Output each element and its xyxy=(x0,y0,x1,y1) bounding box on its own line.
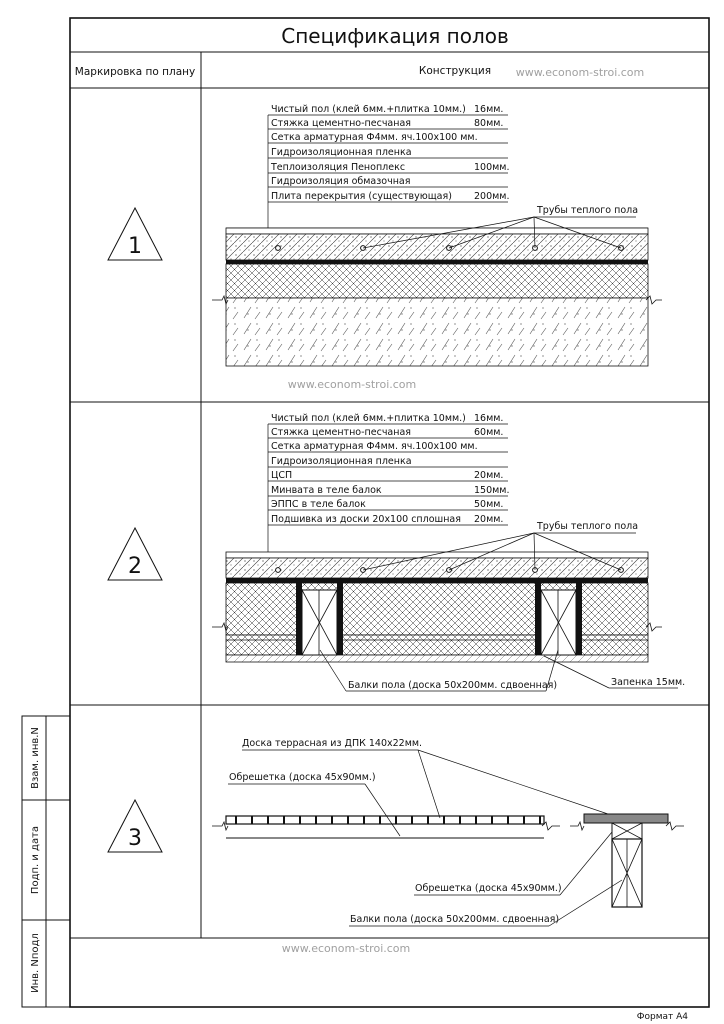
underlay-board xyxy=(225,654,649,663)
layer-name: Стяжка цементно-песчаная xyxy=(271,427,411,438)
layer-table-1: Чистый пол (клей 6мм.+плитка 10мм.) 16мм… xyxy=(267,104,510,300)
xps-layer xyxy=(225,634,649,656)
stamp-replacement-inv: Взам. инв.N xyxy=(30,727,41,789)
callout-foam-seal: Запенка 15мм. xyxy=(611,677,685,688)
layer-name: Сетка арматурная Ф4мм. яч.100х100 мм. xyxy=(271,441,478,452)
section-1: Трубы теплого пола xyxy=(212,205,662,367)
layer-name: Чистый пол (клей 6мм.+плитка 10мм.) xyxy=(271,104,466,115)
header-construction: Конструкция xyxy=(419,65,491,77)
layer-item: Чистый пол (клей 6мм.+плитка 10мм.) 16мм… xyxy=(271,413,503,424)
format-label: Формат А4 xyxy=(637,1012,689,1022)
layer-size: 20мм. xyxy=(474,470,503,481)
layer-size: 16мм. xyxy=(474,413,503,424)
joist xyxy=(535,583,582,656)
callout-decking: Доска террасная из ДПК 140х22мм. xyxy=(242,738,422,749)
layer-name: Минвата в теле балок xyxy=(271,485,382,496)
layer-item: ЦСП 20мм. xyxy=(271,470,503,481)
screed-layer xyxy=(225,557,649,579)
layer-size: 20мм. xyxy=(474,514,503,525)
watermark: www.econom-stroi.com xyxy=(516,66,645,79)
layer-name: Подшивка из доски 20х100 сплошная xyxy=(271,514,461,525)
callout-heating-pipes: Трубы теплого пола xyxy=(536,521,638,532)
mark-triangle-2: 2 xyxy=(107,526,163,581)
drawing-frame xyxy=(69,17,710,1008)
break-marks xyxy=(212,294,662,306)
mark-label: 2 xyxy=(128,554,142,579)
break-marks xyxy=(212,820,684,832)
joist xyxy=(296,583,343,656)
layer-item: Стяжка цементно-песчаная 60мм. xyxy=(271,427,503,438)
layer-item: Чистый пол (клей 6мм.+плитка 10мм.) 16мм… xyxy=(271,104,503,115)
callout-heating-pipes: Трубы теплого пола xyxy=(536,205,638,216)
leader-lines xyxy=(319,532,678,692)
layer-name: ЦСП xyxy=(271,470,292,481)
section-2: Трубы теплого пола Балки пола (доска 50х… xyxy=(212,521,685,692)
callout-battens: Обрешетка (доска 45х90мм.) xyxy=(229,772,376,783)
callout-floor-joists: Балки пола (доска 50х200мм. сдвоенная) xyxy=(348,680,557,691)
batten-detail xyxy=(611,822,643,840)
layer-name: Сетка арматурная Ф4мм. яч.100х100 мм. xyxy=(271,132,478,143)
layer-table-2: Чистый пол (клей 6мм.+плитка 10мм.) 16мм… xyxy=(267,413,510,660)
tile-layer xyxy=(225,551,649,559)
layer-name: Стяжка цементно-песчаная xyxy=(271,118,411,129)
callout-floor-joists: Балки пола (доска 50х200мм. сдвоенная) xyxy=(350,914,559,925)
mark-label: 3 xyxy=(128,826,142,851)
mark-triangle-3: 3 xyxy=(107,798,163,853)
layer-size: 80мм. xyxy=(474,118,503,129)
layer-name: ЭППС в теле балок xyxy=(271,499,366,510)
layer-item: Гидроизоляция обмазочная xyxy=(271,176,410,187)
layer-size: 100мм. xyxy=(474,162,510,173)
watermark: www.econom-stroi.com xyxy=(288,378,417,391)
decking-board-detail xyxy=(583,813,669,824)
layer-item: Стяжка цементно-песчаная 80мм. xyxy=(271,118,503,129)
decking-board xyxy=(225,815,545,825)
mineral-wool-layer xyxy=(225,582,649,636)
layer-size: 150мм. xyxy=(474,485,510,496)
side-stamp xyxy=(21,715,71,1008)
slab-layer xyxy=(225,297,649,367)
layer-size: 16мм. xyxy=(474,104,503,115)
layer-size: 200мм. xyxy=(474,191,510,202)
layer-item: Сетка арматурная Ф4мм. яч.100х100 мм. xyxy=(271,132,478,143)
layer-item: Минвата в теле балок 150мм. xyxy=(271,485,510,496)
stamp-original-inv: Инв. Nподл xyxy=(30,933,41,993)
layer-item: ЭППС в теле балок 50мм. xyxy=(271,499,503,510)
insulation-layer xyxy=(225,263,649,299)
layer-name: Гидроизоляционная пленка xyxy=(271,147,412,158)
screed-layer xyxy=(225,233,649,261)
section-3: Доска террасная из ДПК 140х22мм. Обрешет… xyxy=(212,738,684,927)
layer-item: Подшивка из доски 20х100 сплошная 20мм. xyxy=(271,514,503,525)
watermark: www.econom-stroi.com xyxy=(282,942,411,955)
layer-item: Теплоизоляция Пеноплекс 100мм. xyxy=(270,162,510,173)
mark-triangle-1: 1 xyxy=(107,206,163,261)
layer-name: Плита перекрытия (существующая) xyxy=(271,191,452,202)
layer-name: Чистый пол (клей 6мм.+плитка 10мм.) xyxy=(271,413,466,424)
layer-size: 60мм. xyxy=(474,427,503,438)
callout-battens-detail: Обрешетка (доска 45х90мм.) xyxy=(415,883,562,894)
layer-size: 50мм. xyxy=(474,499,503,510)
layer-table-lines xyxy=(267,423,508,660)
tile-layer xyxy=(225,227,649,235)
layer-item: Гидроизоляционная пленка xyxy=(271,147,412,158)
decking-gaps xyxy=(235,816,541,824)
leader-lines xyxy=(228,749,623,927)
layer-name: Гидроизоляционная пленка xyxy=(271,456,412,467)
waterproof-film xyxy=(226,260,648,264)
stamp-signature-date: Подп. и дата xyxy=(30,826,41,894)
layer-item: Гидроизоляционная пленка xyxy=(271,456,412,467)
leader-lines xyxy=(362,216,636,249)
csp-board xyxy=(226,578,648,583)
layer-item: Сетка арматурная Ф4мм. яч.100х100 мм. xyxy=(271,441,478,452)
layer-item: Плита перекрытия (существующая) 200мм. xyxy=(271,191,510,202)
header-marking: Маркировка по плану xyxy=(75,66,195,78)
layer-name: Теплоизоляция Пеноплекс xyxy=(270,162,405,173)
break-marks xyxy=(212,621,662,633)
mark-label: 1 xyxy=(128,234,142,259)
layer-name: Гидроизоляция обмазочная xyxy=(271,176,410,187)
page-title: Спецификация полов xyxy=(281,24,509,48)
joist-detail xyxy=(611,838,643,908)
